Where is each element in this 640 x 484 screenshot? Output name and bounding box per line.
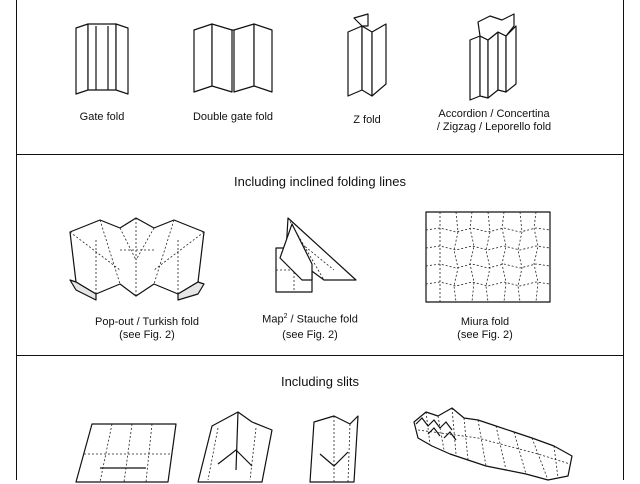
slit-fold-4-illustration: [408, 404, 576, 484]
double-gate-fold-label: Double gate fold: [192, 111, 274, 123]
pop-out-fold-label-line2: (see Fig. 2): [119, 329, 175, 341]
map-fold-label-sup: 2: [283, 313, 288, 320]
accordion-fold-illustration: [468, 12, 518, 102]
accordion-fold-label-line1: Accordion / Concertina: [438, 108, 550, 120]
inclined-folding-heading: Including inclined folding lines: [233, 174, 406, 189]
miura-fold-illustration: [424, 210, 552, 304]
map-fold-label-line1: Map2 / Stauche fold: [240, 310, 380, 327]
map-fold-label-pre: Map: [262, 313, 284, 326]
miura-fold-label-line2: (see Fig. 2): [457, 329, 513, 341]
map-stauche-fold-illustration: [272, 214, 360, 296]
slits-heading: Including slits: [280, 374, 360, 389]
map-fold-label-post: / Stauche fold: [287, 313, 358, 326]
pop-out-fold-illustration: [66, 210, 208, 304]
pop-out-fold-label-line1: Pop-out / Turkish fold: [95, 316, 199, 328]
z-fold-label: Z fold: [353, 114, 381, 126]
section-divider-2: [16, 355, 624, 356]
slit-fold-2-illustration: [196, 410, 278, 484]
section-divider-1: [16, 154, 624, 155]
gate-fold-label: Gate fold: [79, 111, 125, 123]
slit-fold-3-illustration: [306, 412, 360, 484]
miura-fold-label-line1: Miura fold: [460, 316, 510, 328]
z-fold-illustration: [346, 14, 388, 100]
frame-left-border: [16, 0, 17, 480]
map-fold-label-line2: (see Fig. 2): [282, 329, 338, 341]
frame-right-border: [623, 0, 624, 480]
gate-fold-illustration: [74, 22, 130, 94]
double-gate-fold-illustration: [192, 22, 274, 94]
slit-fold-1-illustration: [72, 420, 178, 484]
accordion-fold-label-line2: / Zigzag / Leporello fold: [436, 121, 552, 133]
